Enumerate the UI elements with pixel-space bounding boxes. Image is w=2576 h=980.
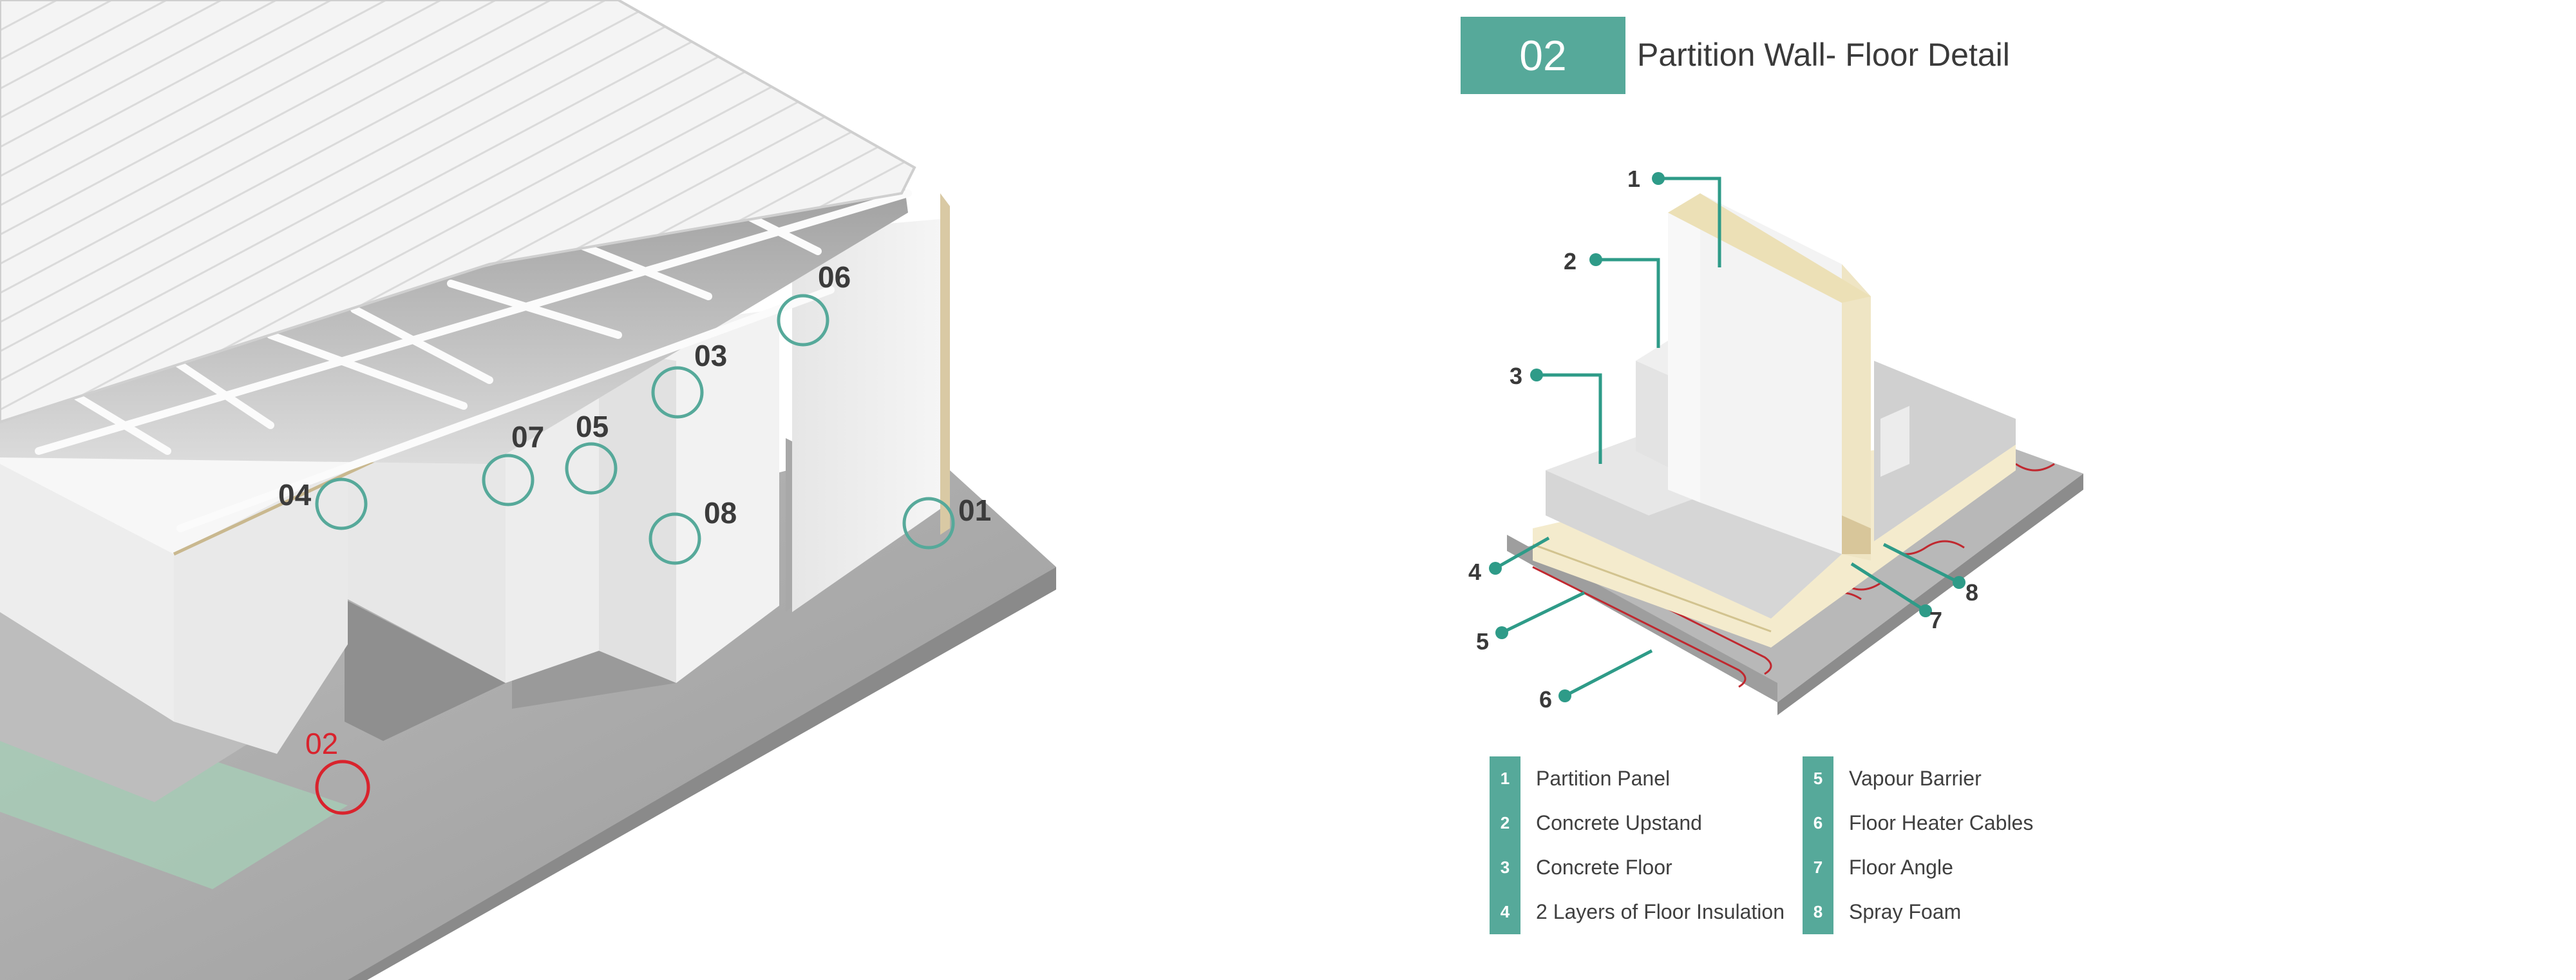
legend-number: 6 [1803, 801, 1833, 845]
marker-07-label: 07 [511, 420, 544, 454]
legend-label: Vapour Barrier [1849, 767, 1982, 790]
legend-item: 5 Vapour Barrier [1803, 756, 2033, 801]
mid-room-wall [506, 367, 599, 683]
callout-leaders [1494, 177, 1960, 698]
legend-number: 5 [1803, 756, 1833, 801]
back-wall-far [792, 219, 940, 612]
legend-label: Floor Angle [1849, 856, 1953, 879]
marker-02-label: 02 [305, 727, 338, 760]
marker-06[interactable]: 06 [777, 260, 851, 347]
partition-panel-face [1668, 193, 1700, 503]
marker-03[interactable]: 03 [651, 339, 727, 419]
legend-number: 7 [1803, 845, 1833, 890]
roof-underside [0, 164, 908, 464]
legend-item: 8 Spray Foam [1803, 890, 2033, 934]
left-room-front [174, 451, 348, 754]
marker-08-label: 08 [704, 496, 737, 530]
legend-label: Concrete Upstand [1536, 811, 1702, 834]
roof-sheet [0, 0, 916, 424]
legend-label: Concrete Floor [1536, 856, 1672, 879]
legend-number: 4 [1490, 890, 1520, 934]
right-upstand [1880, 406, 1909, 477]
marker-07[interactable]: 07 [482, 420, 544, 506]
base-slab-side [1777, 474, 2083, 715]
marker-04-label: 04 [278, 478, 312, 512]
marker-03-label: 03 [694, 339, 727, 372]
legend-item: 7 Floor Angle [1803, 845, 2033, 890]
mid-room-side [348, 399, 506, 683]
marker-05-label: 05 [576, 410, 609, 443]
callout-3: 3 [1510, 363, 1522, 389]
callout-4: 4 [1468, 559, 1481, 585]
legend-label: Floor Heater Cables [1849, 811, 2034, 834]
callout-6: 6 [1539, 686, 1552, 713]
legend-item: 6 Floor Heater Cables [1803, 801, 2033, 845]
marker-06-label: 06 [818, 260, 851, 294]
legend-label: 2 Layers of Floor Insulation [1536, 900, 1785, 923]
legend-item: 2 Concrete Upstand [1490, 801, 1785, 845]
roof-trusses [35, 189, 912, 532]
marker-01-label: 01 [958, 494, 991, 527]
room-floor-mid [345, 599, 506, 741]
legend-column-right: 5 Vapour Barrier 6 Floor Heater Cables 7… [1803, 756, 2033, 934]
floor-angle [1842, 515, 1871, 554]
detail-number-badge: 02 [1461, 17, 1625, 94]
callout-numbers: 1 2 3 4 5 6 7 8 [1468, 166, 1978, 713]
callout-1: 1 [1627, 166, 1640, 192]
legend-number: 8 [1803, 890, 1833, 934]
callout-dots [1489, 172, 1965, 702]
marker-05[interactable]: 05 [565, 410, 618, 495]
end-column [940, 193, 950, 535]
partition-block-side [599, 348, 676, 683]
ground-slab-edge [348, 567, 1056, 980]
legend-label: Spray Foam [1849, 900, 1962, 923]
legend-column-left: 1 Partition Panel 2 Concrete Upstand 3 C… [1490, 756, 1785, 934]
callout-8: 8 [1965, 579, 1978, 606]
marker-01[interactable]: 01 [902, 494, 991, 550]
legend-item: 3 Concrete Floor [1490, 845, 1785, 890]
overview-markers: 01 02 03 04 05 06 [278, 260, 991, 815]
left-room-wall [0, 451, 174, 722]
callout-7: 7 [1929, 607, 1942, 633]
partition-block [599, 309, 779, 683]
legend-item: 4 2 Layers of Floor Insulation [1490, 890, 1785, 934]
base-slab-front [1507, 535, 1777, 702]
legend-number: 2 [1490, 801, 1520, 845]
legend-label: Partition Panel [1536, 767, 1671, 790]
marker-04[interactable]: 04 [278, 477, 368, 530]
callout-5: 5 [1476, 628, 1489, 655]
legend-number: 3 [1490, 845, 1520, 890]
page-title: Partition Wall- Floor Detail [1637, 37, 2010, 73]
vapour-barrier-line [1532, 543, 1772, 633]
legend-number: 1 [1490, 756, 1520, 801]
legend-item: 1 Partition Panel [1490, 756, 1785, 801]
marker-08[interactable]: 08 [649, 496, 737, 565]
marker-02[interactable]: 02 [305, 727, 370, 815]
building-overview: 01 02 03 04 05 06 [0, 0, 1056, 980]
callout-2: 2 [1564, 248, 1577, 274]
partition-panel-edge [1842, 264, 1871, 561]
floor-detail-section: 1 2 3 4 5 6 7 8 [1468, 166, 2083, 715]
